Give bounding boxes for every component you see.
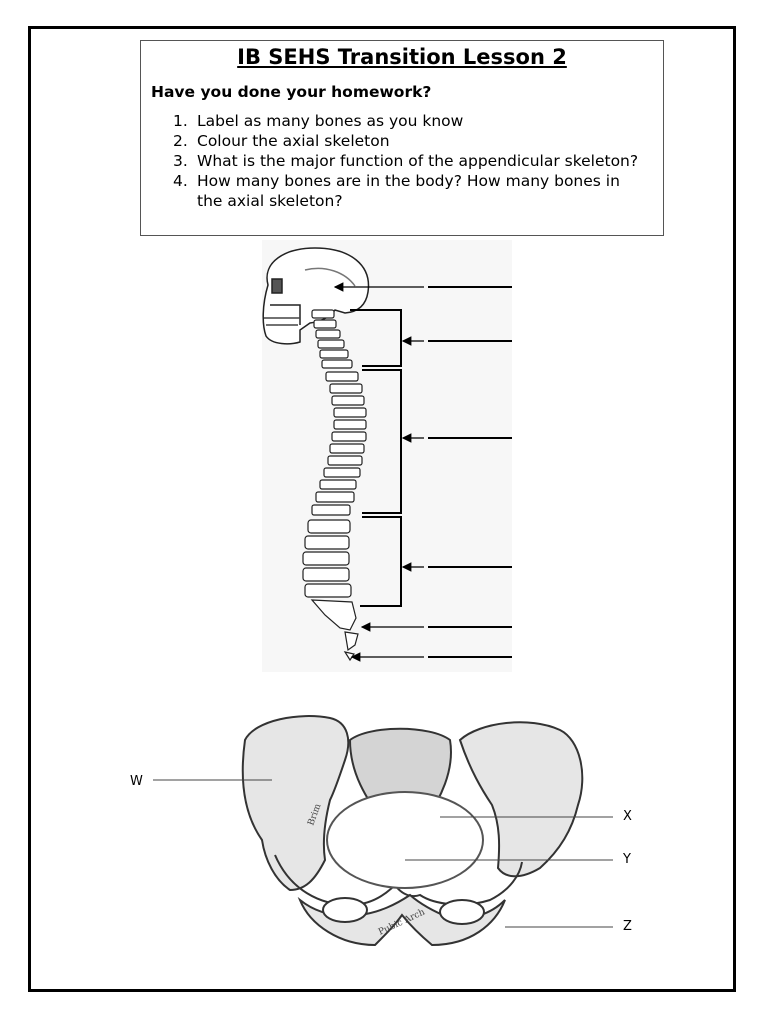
- pelvis-leader-lines: [153, 779, 613, 928]
- task-item: 1.Label as many bones as you know: [173, 112, 464, 130]
- label-z: Z: [623, 919, 632, 934]
- label-arrows: [333, 282, 512, 662]
- skull-icon: [262, 247, 370, 345]
- task-box: IB SEHS Transition Lesson 2 Have you don…: [140, 40, 664, 236]
- pelvis-icon: [241, 715, 584, 947]
- page-border: [28, 26, 736, 992]
- label-x: X: [623, 809, 632, 824]
- region-brackets: [350, 309, 402, 607]
- vertebral-column: [302, 309, 367, 662]
- label-y: Y: [622, 852, 631, 867]
- task-item: 2.Colour the axial skeleton: [173, 132, 390, 150]
- task-list: 1.Label as many bones as you know 2.Colo…: [173, 111, 647, 211]
- task-item: 4.How many bones are in the body? How ma…: [173, 172, 620, 210]
- label-w: W: [130, 774, 143, 789]
- task-item: 3.What is the major function of the appe…: [173, 152, 639, 170]
- worksheet-title: IB SEHS Transition Lesson 2: [237, 45, 567, 69]
- homework-question: Have you done your homework?: [151, 83, 432, 101]
